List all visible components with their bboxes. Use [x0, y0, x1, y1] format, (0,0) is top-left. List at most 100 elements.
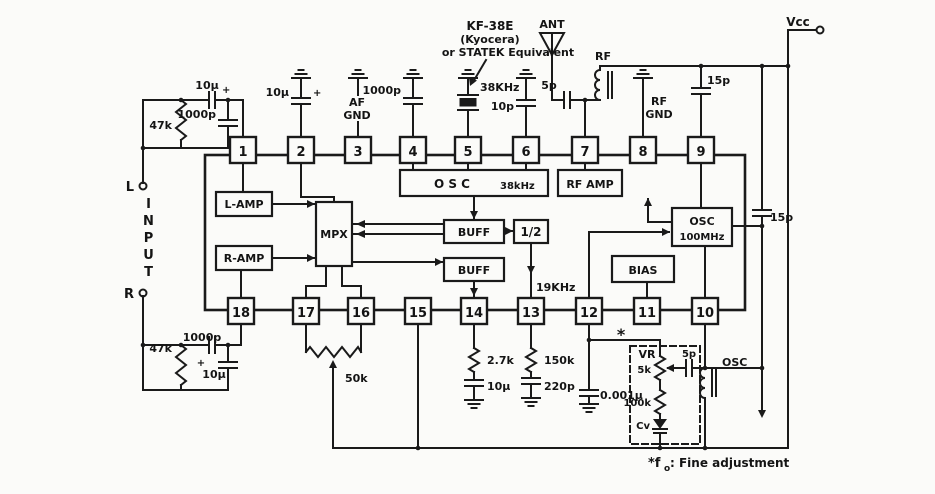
block-buff2-label: BUFF: [458, 264, 490, 277]
pin-16-number: 16: [352, 306, 370, 321]
arrow: [470, 288, 478, 296]
rf-gnd-label-1: RF: [651, 95, 667, 108]
kf38e-line2: (Kyocera): [460, 33, 519, 46]
pot-5k-icon: [653, 354, 667, 382]
ic-blocks: L-AMP R-AMP MPX O S C 38kHz BUFF 1/2 BUF…: [214, 168, 734, 294]
block-rf-amp-label: RF AMP: [566, 178, 613, 191]
block-osc100-label: OSC: [689, 215, 714, 228]
cap-10p-label: 10p: [491, 100, 514, 113]
pin-4: 4: [398, 135, 428, 165]
pin-8-number: 8: [638, 145, 647, 160]
kf38e-line1: KF-38E: [466, 19, 513, 33]
block-l-amp: L-AMP: [214, 190, 274, 218]
pin-7-number: 7: [580, 145, 589, 160]
pin-5: 5: [453, 135, 483, 165]
internal-wiring: [240, 162, 706, 299]
ground-icon: [348, 69, 368, 79]
block-osc38-freq: 38kHz: [500, 181, 535, 192]
r-input-terminal[interactable]: [138, 288, 148, 298]
plus-bottom: +: [197, 358, 205, 369]
block-bias: BIAS: [610, 254, 676, 284]
arrow: [329, 360, 337, 368]
pin-12-number: 12: [580, 306, 598, 321]
block-rf-amp: RF AMP: [556, 168, 624, 198]
pin-6-number: 6: [521, 145, 530, 160]
l-input-terminal[interactable]: [138, 181, 148, 191]
pin-18: 18: [226, 296, 256, 326]
pot-50k-label: 50k: [345, 372, 368, 385]
cap-0_001u-label: 0.001μ: [600, 389, 643, 402]
cap-10u-left-label: 10μ: [195, 79, 218, 92]
pin-14: 14: [459, 296, 489, 326]
cap-15p-right-label: 15p: [770, 211, 793, 224]
arrow: [356, 220, 365, 228]
res-47k-bottom-label: 47k: [149, 342, 172, 355]
pin-5-number: 5: [463, 145, 472, 160]
arrow: [644, 198, 652, 206]
arrow: [356, 230, 365, 238]
pilot-19khz-label: 19KHz: [536, 281, 575, 294]
block-r-amp: R-AMP: [214, 244, 274, 272]
ground-icon: [458, 69, 478, 79]
pin-12: 12: [574, 296, 604, 326]
pin-15: 15: [403, 296, 433, 326]
arrow: [307, 200, 315, 208]
pin-18-number: 18: [232, 306, 250, 321]
arrow: [505, 227, 513, 235]
varactor-icon: [653, 419, 667, 429]
cap-5p-tank-label: 5p: [682, 349, 696, 360]
cap-10u-pin2-label: 10μ: [266, 86, 289, 99]
pin-6: 6: [511, 135, 541, 165]
block-div-label: 1/2: [520, 225, 541, 239]
arrow: [662, 228, 670, 236]
arrow: [470, 211, 478, 219]
vr-label: VR: [639, 348, 657, 361]
plus-left: +: [222, 85, 230, 96]
cap-1000p-pin4-label: 1000p: [363, 84, 402, 97]
block-osc-38khz: O S C 38kHz: [398, 168, 550, 198]
pin-11-number: 11: [638, 306, 656, 321]
pin-1: 1: [228, 135, 258, 165]
junction-dots: [140, 63, 791, 451]
pin-15-number: 15: [409, 306, 427, 321]
pin-10-number: 10: [696, 306, 714, 321]
pin-8: 8: [628, 135, 658, 165]
ground-icon: [464, 399, 484, 409]
block-mpx: MPX: [314, 200, 354, 268]
pin-4-number: 4: [408, 145, 417, 160]
cap-1000p-right-label: 1000p: [183, 331, 222, 344]
pin-3-number: 3: [353, 145, 362, 160]
block-osc-100mhz: OSC 100MHz: [670, 206, 734, 248]
ground-icon: [403, 69, 423, 79]
cap-15p-pin9-label: 15p: [707, 74, 730, 87]
block-l-amp-label: L-AMP: [224, 198, 263, 211]
pin-2-number: 2: [296, 145, 305, 160]
arrow: [758, 410, 766, 418]
arrow: [435, 258, 443, 266]
pin-1-number: 1: [238, 145, 247, 160]
arrow: [527, 266, 535, 274]
cap-220p-label: 220p: [544, 380, 575, 393]
block-osc38-label: O S C: [434, 177, 470, 191]
crystal-icon: [459, 98, 477, 107]
vcc-terminal: [815, 25, 825, 35]
cap-5p-label: 5p: [541, 79, 557, 92]
resistor-icon: [467, 346, 481, 374]
osc-tank-label: OSC: [722, 356, 747, 369]
ground-icon: [516, 69, 536, 79]
pin-14-number: 14: [465, 306, 483, 321]
vr-5k-label: 5k: [637, 365, 651, 376]
pin-13-number: 13: [522, 306, 540, 321]
pin-9: 9: [686, 135, 716, 165]
pin-7: 7: [570, 135, 600, 165]
arrow: [469, 77, 477, 86]
labels: AF GND RF GND 10μ + 1000p 47k 10μ + 1000…: [124, 15, 810, 474]
arrow: [666, 364, 674, 372]
af-gnd-label-2: GND: [343, 109, 370, 122]
ground-icon: [633, 69, 653, 79]
res-100k-label: 100k: [623, 398, 651, 409]
vcc-label: Vcc: [786, 15, 810, 29]
note-text: : Fine adjustment: [670, 456, 790, 470]
